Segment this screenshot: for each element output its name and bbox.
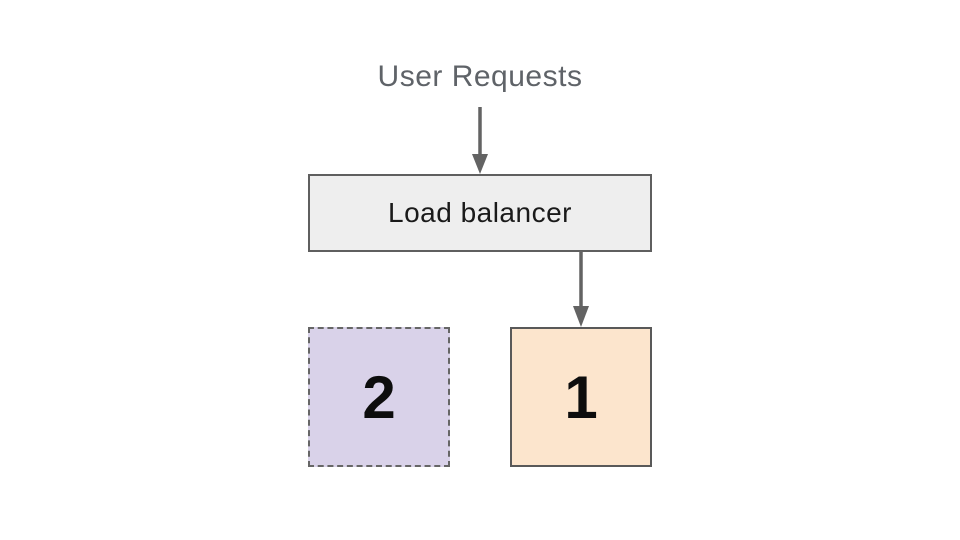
arrow-load-balancer-to-server-1-icon bbox=[573, 251, 589, 327]
node-server-1-label: 1 bbox=[564, 363, 598, 431]
diagram-title: User Requests bbox=[377, 60, 583, 93]
node-server-2-label: 2 bbox=[362, 363, 396, 431]
node-server-2: 2 bbox=[308, 327, 450, 467]
node-load-balancer: Load balancer bbox=[308, 174, 652, 252]
node-load-balancer-label: Load balancer bbox=[388, 197, 572, 228]
node-server-1: 1 bbox=[510, 327, 652, 467]
arrow-user-requests-to-load-balancer-icon bbox=[472, 107, 488, 174]
